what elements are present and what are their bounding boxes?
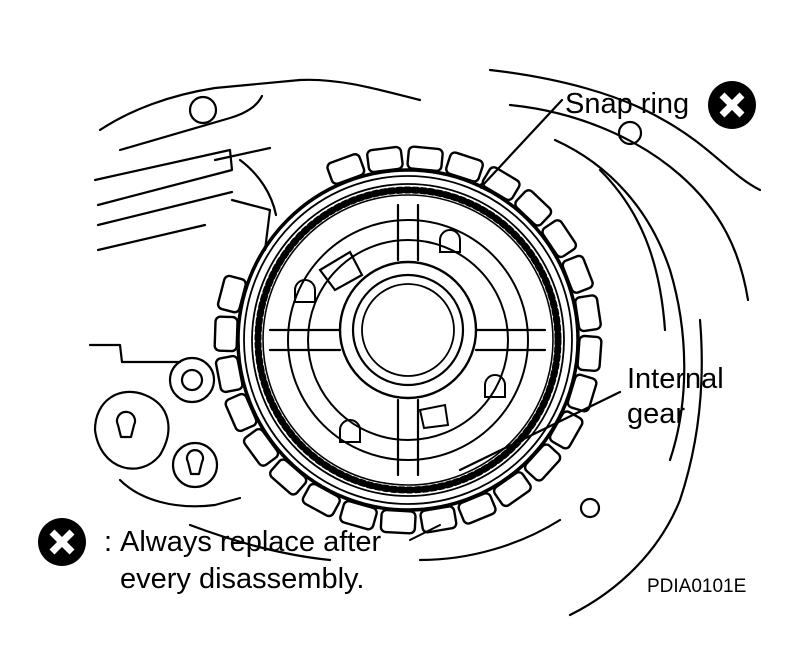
clutch-plate-tab — [379, 508, 417, 535]
snap-ring-label: Snap ring — [565, 88, 690, 120]
snap-ring-inner-edge — [243, 175, 573, 505]
housing-outline — [98, 78, 422, 132]
carrier-spoke — [396, 398, 420, 477]
housing-outline — [418, 518, 562, 562]
carrier-spoke — [474, 328, 547, 352]
figure-code: PDIA0101E — [647, 576, 747, 597]
carrier-ring — [307, 239, 509, 441]
housing-rib — [93, 148, 234, 207]
clutch-plate-tab — [514, 189, 553, 227]
internal-gear-outer — [251, 183, 565, 497]
housing-rib — [213, 146, 272, 162]
snap-ring-leader — [480, 98, 564, 188]
internal-gear-root — [262, 194, 554, 486]
clutch-plate-tab — [213, 315, 239, 353]
carrier-lug — [484, 374, 506, 398]
replace-marker-icon — [708, 81, 756, 129]
mounting-boss — [171, 441, 219, 489]
housing-outline — [88, 343, 182, 364]
internal-gear-label-line2: gear — [627, 398, 686, 430]
clutch-plate-tab — [269, 458, 308, 496]
housing-outline — [553, 138, 686, 462]
clutch-plate-tabs — [213, 145, 603, 535]
mounting-boss-hole — [180, 368, 204, 392]
housing-bolt-hole — [579, 497, 601, 519]
hub-bore — [351, 273, 465, 387]
keyhole-slot — [115, 410, 137, 439]
housing-bolt-hole — [188, 95, 218, 125]
hub-outer — [338, 260, 478, 400]
housing-outline — [118, 478, 242, 508]
mounting-boss — [168, 356, 216, 404]
carrier-ring — [287, 219, 529, 461]
hub-tab — [318, 250, 364, 292]
hub-tab — [418, 403, 450, 430]
clutch-plate-tab — [406, 145, 444, 173]
carrier-lug — [294, 279, 316, 303]
housing-outline — [230, 198, 272, 252]
housing-outline — [568, 318, 703, 617]
housing-bolt-hole — [617, 120, 643, 146]
carrier-spoke — [268, 328, 342, 352]
housing-outline — [93, 390, 170, 470]
snap-ring — [236, 168, 580, 512]
housing-outline — [508, 103, 750, 302]
housing-outline — [598, 168, 667, 332]
keyhole-slot — [185, 449, 205, 476]
housing-rib — [96, 223, 207, 252]
housing-outline — [188, 523, 332, 562]
internal-gear-label-line1: Internal — [627, 363, 724, 395]
clutch-plate-tab — [576, 334, 603, 373]
carrier-lug — [339, 419, 361, 443]
housing-outline — [118, 94, 264, 152]
housing-outline — [238, 158, 278, 217]
internal-gear-teeth — [254, 186, 562, 494]
carrier-lug — [439, 229, 461, 253]
hub-bore-inner — [361, 283, 455, 377]
snap-ring-leader-dot — [479, 183, 485, 189]
internal-gear-leader — [458, 390, 622, 472]
housing-outline — [488, 68, 762, 192]
legend-text-line1: Always replace after — [120, 526, 382, 558]
housing-rib — [96, 190, 234, 227]
carrier-spoke — [396, 203, 420, 262]
legend-colon: : — [104, 526, 113, 558]
legend-leader — [409, 524, 441, 541]
clutch-plate-tab — [523, 443, 562, 482]
legend-replace-marker-icon — [38, 518, 86, 566]
legend-text-line2: every disassembly. — [120, 563, 365, 595]
